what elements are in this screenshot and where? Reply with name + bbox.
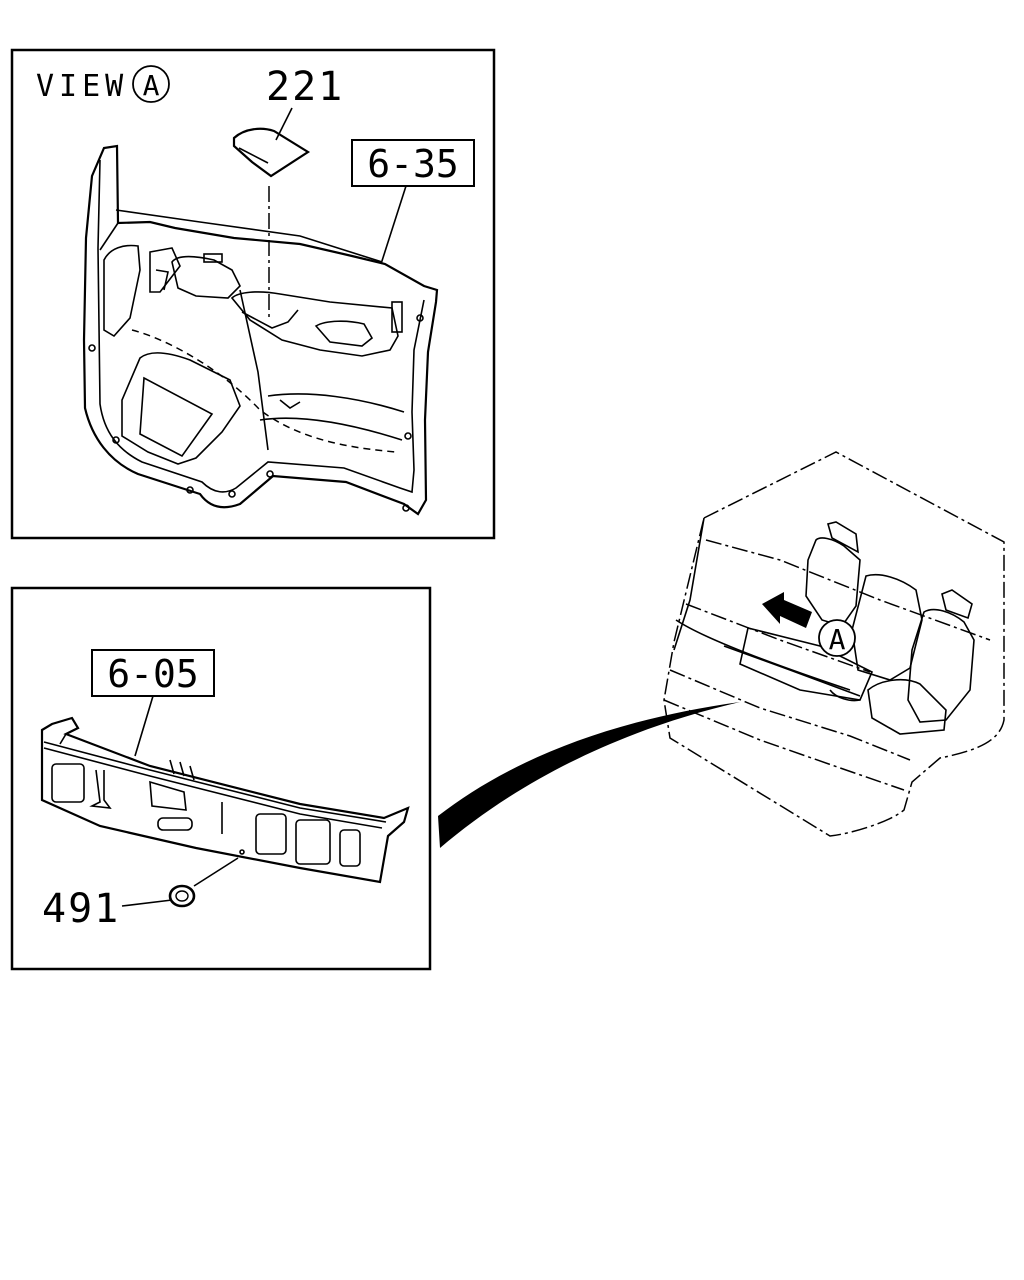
view-a-label: VIEW A [36,65,170,104]
install-line-491 [193,857,239,887]
view-label-letter: A [143,69,160,102]
ref-box-6-35-text: 6-35 [367,142,459,186]
ref-box-6-35-frame [351,139,475,187]
leader-6-35 [380,185,407,265]
cab-seats [805,521,975,735]
leader-491 [121,899,173,907]
view-direction-arrow [762,592,812,628]
dashboard-panel: 6-05 491 [10,586,432,971]
ref-box-6-05-text: 6-05 [107,652,199,696]
dashboard-drawing [40,716,410,884]
part-number-491: 491 [42,886,120,932]
view-label-prefix: VIEW [36,69,128,104]
part-number-221: 221 [266,64,344,110]
leader-6-05 [134,695,154,757]
connector-swoosh [438,702,740,848]
dashboard-frame [10,586,432,971]
leader-221 [275,107,293,141]
part-491-grommet [168,884,196,908]
cab-overview: A [663,451,1005,837]
view-marker-circle [818,619,856,657]
part-221-shape [232,127,311,178]
view-marker-letter: A [829,623,846,656]
door-trim-drawing [82,144,439,516]
view-a-panel: VIEW A 221 6-35 [10,48,496,540]
view-a-frame [10,48,496,540]
view-label-circle [132,65,170,103]
